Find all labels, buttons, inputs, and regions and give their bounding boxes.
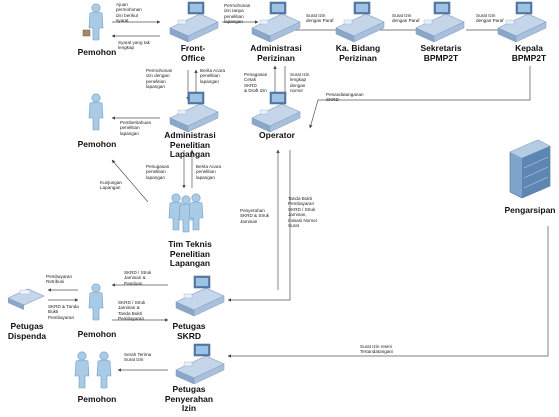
flow-note: Surat Izin resmi Tertandatangani [360, 344, 393, 355]
flow-note: Berita Acara penelitian lapangan [200, 68, 226, 84]
flow-note: Pembayaran Retribusi [46, 274, 73, 285]
flow-note: Surat Izin lengkap dengan nomor [290, 72, 310, 94]
flow-note: Tanda Bukti Pembayaran SKRD / Struk Jami… [288, 196, 318, 229]
person-icon [88, 283, 104, 321]
actor-administrasi-penelitian: Administrasi Penelitian Lapangan [164, 130, 216, 159]
actor-ka-bidang: Ka. Bidang Perizinan [335, 43, 381, 63]
flow-note: Penugasan penelitian lapangan [146, 164, 170, 180]
actor-sekretaris: Sekretaris BPMP2T [420, 43, 462, 63]
flow-note: Syarat yang tak lengkap [118, 40, 150, 51]
flow-note: Surat Izin dengan Paraf [476, 13, 504, 24]
person-icon [168, 193, 204, 233]
actor-administrasi-perizinan: Administrasi Perizinan [250, 43, 302, 63]
workstation-icon [169, 1, 219, 43]
flow-note: Penandatanganan SKRD [326, 92, 364, 103]
flow-note: Surat Izin dengan Paraf [306, 13, 334, 24]
briefcase-icon [82, 29, 91, 37]
flow-note: Ajuan permohonan izin berikut syarat [116, 2, 142, 24]
actor-front-office: Front- Office [180, 43, 206, 63]
flow-note: Surat Izin dengan Paraf [392, 13, 420, 24]
actor-pemohon-bottom-left: Pemohon [77, 329, 117, 339]
flow-note: SKRD / Struk Jaminan & Tanda Bukti Pemba… [118, 300, 146, 322]
actor-petugas-skrd: Petugas SKRD [172, 321, 206, 341]
actor-pemohon-mid: Pemohon [77, 139, 117, 149]
flow-note: SKRD / Struk Jaminan & Panduan [124, 270, 152, 286]
workstation-icon [497, 1, 547, 43]
workstation-icon [175, 343, 225, 385]
actor-petugas-dispenda: Petugas Dispenda [7, 321, 47, 341]
actor-petugas-penyerahan: Petugas Penyerahan Izin [164, 384, 214, 413]
actor-kepala: Kepala BPMP2T [511, 43, 547, 63]
workstation-icon [251, 1, 301, 43]
actor-tim-teknis: Tim Teknis Penelitian Lapangan [168, 239, 212, 268]
actor-operator: Operator [259, 130, 295, 140]
workstation-icon [169, 91, 219, 133]
flow-note: SKRD & Tanda Bukti Pembayaran [48, 304, 79, 320]
flow-note: Permohonan izin tanpa penelitian lapanga… [224, 3, 251, 25]
flow-note: Berita Acara penelitian lapangan [196, 164, 222, 180]
flow-note: Penyerahan SKRD & Struk Jaminan [240, 208, 270, 224]
flow-note: Serah Terima Surat Izin [124, 352, 152, 363]
flow-note: Pemberitahuan penelitian lapangan [120, 120, 152, 136]
person-icon [88, 3, 104, 41]
actor-pemohon-bottom: Pemohon [77, 394, 117, 404]
actor-pengarsipan: Pengarsipan [504, 205, 556, 215]
workstation-icon [7, 288, 45, 310]
actor-pemohon-top: Pemohon [77, 47, 117, 57]
workstation-icon [415, 1, 465, 43]
workstation-icon [251, 91, 301, 133]
cabinet-icon [509, 139, 551, 199]
handshake-icon [74, 351, 112, 389]
flow-note: Kunjungan Lapangan [100, 180, 122, 191]
flow-note: Penagasan Cetak SKRD & Draft Izin [244, 72, 268, 94]
workstation-icon [335, 1, 385, 43]
workstation-icon [175, 275, 225, 317]
person-icon [88, 93, 104, 131]
flow-note: Permohonan izin dengan penelitian lapang… [146, 68, 173, 90]
